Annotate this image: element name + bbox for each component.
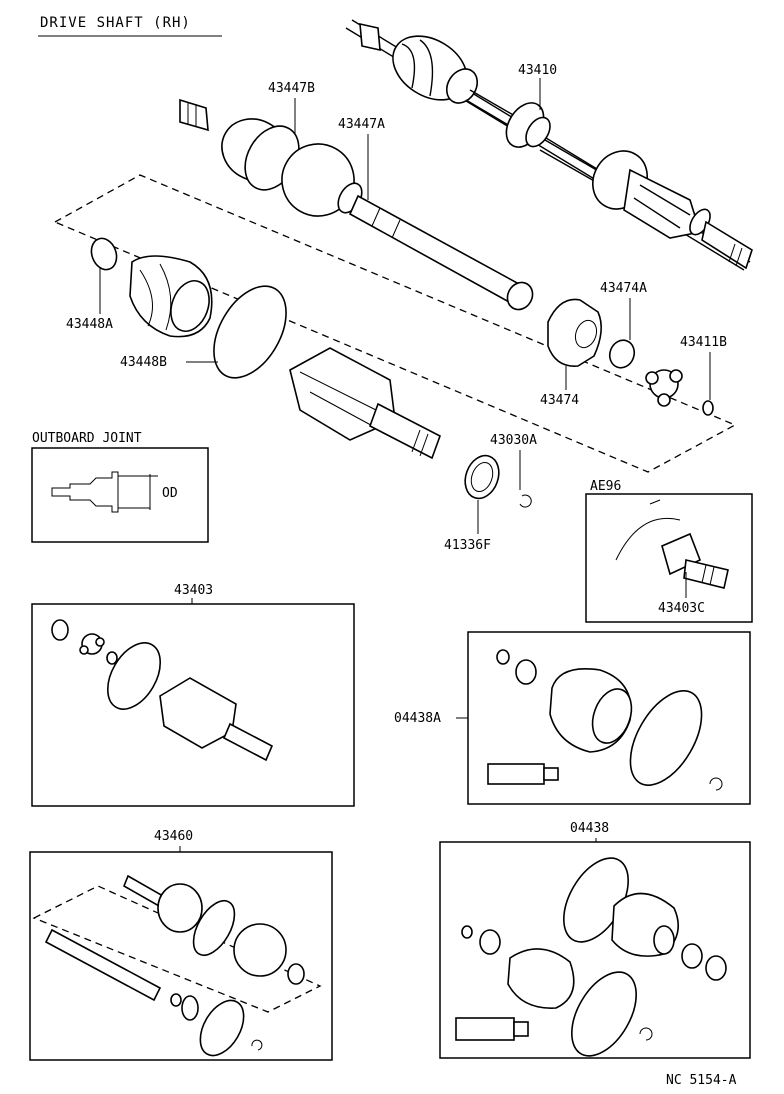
axle-end-icon — [615, 499, 729, 589]
inner-shaft-assembly-icon — [179, 98, 534, 311]
tripod-joint-icon — [645, 369, 683, 407]
label-43403C: 43403C — [658, 601, 705, 616]
cv-boot-icon — [129, 255, 213, 338]
od-label: OD — [162, 486, 178, 501]
label-43447B: 43447B — [268, 81, 315, 96]
label-43474A: 43474A — [600, 281, 647, 296]
label-43403: 43403 — [174, 583, 213, 598]
label-43411B: 43411B — [680, 335, 727, 350]
label-43448A: 43448A — [66, 317, 113, 332]
kit-43403-box — [31, 603, 355, 807]
label-43460: 43460 — [154, 829, 193, 844]
label-43030A: 43030A — [490, 433, 537, 448]
outboard-joint-box — [31, 447, 209, 543]
outboard-joint-diagram-icon — [51, 471, 158, 513]
kit-43403-parts-icon — [51, 619, 274, 762]
footer-code: NC 5154-A — [666, 1073, 737, 1088]
dust-seal-icon — [464, 454, 500, 500]
inboard-joint-housing-icon — [289, 347, 441, 460]
exploded-view-region — [53, 174, 737, 473]
damper-clamp-icon — [608, 339, 636, 369]
large-boot-band-icon — [213, 285, 287, 379]
kit-04438-box — [439, 841, 751, 1059]
label-04438A: 04438A — [394, 711, 441, 726]
label-43474: 43474 — [540, 393, 579, 408]
kit-43460-exploded-region — [32, 885, 322, 1013]
damper-icon — [547, 298, 602, 367]
drive-shaft-assembly-icon — [345, 19, 753, 271]
label-41336F: 41336F — [444, 538, 491, 553]
kit-04438-parts-icon — [455, 857, 727, 1057]
label-43447A: 43447A — [338, 117, 385, 132]
label-04438: 04438 — [570, 821, 609, 836]
snap-ring-icon — [702, 400, 714, 416]
outboard-joint-title: OUTBOARD JOINT — [32, 431, 142, 446]
kit-43460-box — [29, 851, 333, 1061]
ae96-title: AE96 — [590, 479, 621, 494]
ae96-box — [585, 493, 753, 623]
kit-04438A-parts-icon — [487, 649, 723, 791]
snap-ring-icon — [519, 494, 532, 508]
boot-band-icon — [90, 237, 118, 271]
kit-43460-parts-icon — [44, 874, 305, 1057]
label-43448B: 43448B — [120, 355, 167, 370]
label-43410: 43410 — [518, 63, 557, 78]
diagram-title: DRIVE SHAFT (RH) — [40, 15, 191, 31]
